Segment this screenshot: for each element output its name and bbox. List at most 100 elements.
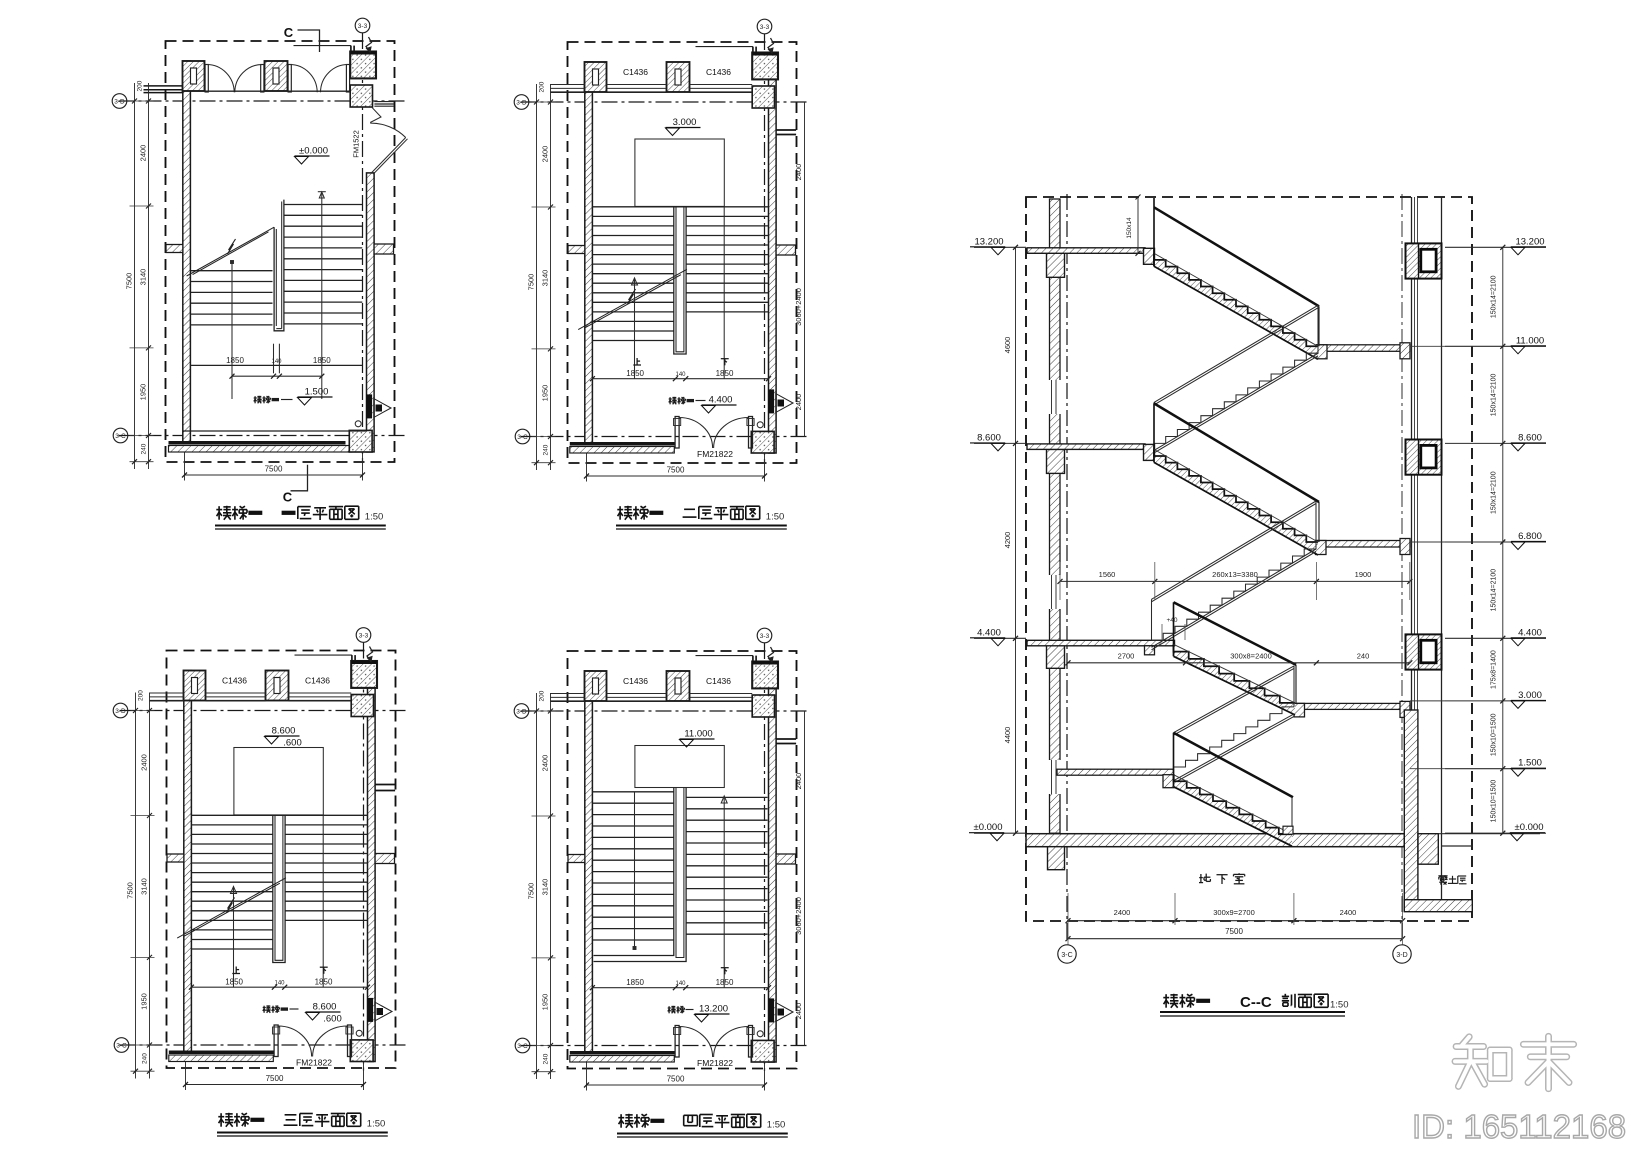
svg-text:8.600: 8.600 — [977, 432, 1001, 443]
svg-text:2400: 2400 — [794, 773, 803, 790]
svg-text:2400: 2400 — [794, 1003, 803, 1020]
svg-text:FM21822: FM21822 — [296, 1058, 332, 1068]
svg-text:7500: 7500 — [1225, 927, 1243, 936]
svg-text:C1436: C1436 — [706, 676, 731, 686]
svg-text:3-D: 3-D — [516, 100, 527, 107]
svg-text:140: 140 — [274, 981, 285, 987]
svg-text:3-D: 3-D — [516, 709, 527, 716]
svg-text:C--C: C--C — [1240, 994, 1272, 1011]
svg-text:8.600: 8.600 — [272, 726, 296, 737]
svg-text:13.200: 13.200 — [974, 236, 1003, 247]
svg-text:300x9=2700: 300x9=2700 — [1213, 908, 1255, 917]
svg-text:3-C: 3-C — [116, 1043, 127, 1050]
svg-text:FM21822: FM21822 — [697, 449, 733, 459]
svg-text:200: 200 — [137, 80, 144, 91]
svg-text:1.500: 1.500 — [1518, 758, 1542, 769]
svg-text:C: C — [283, 490, 293, 505]
svg-text:FM21822: FM21822 — [697, 1058, 733, 1068]
svg-text:8.600: 8.600 — [313, 1002, 337, 1013]
svg-text:3-3: 3-3 — [760, 24, 770, 31]
svg-text:175x8=1400: 175x8=1400 — [1491, 650, 1498, 689]
svg-text:4.400: 4.400 — [1518, 627, 1542, 638]
svg-text:2400: 2400 — [1340, 908, 1357, 917]
svg-text:1:50: 1:50 — [767, 1120, 786, 1131]
svg-text:2400: 2400 — [139, 145, 148, 162]
svg-text:200: 200 — [539, 81, 546, 92]
svg-text:1560: 1560 — [1099, 570, 1116, 579]
svg-text:140: 140 — [271, 359, 282, 365]
svg-text:4600: 4600 — [1003, 337, 1012, 354]
svg-text:7500: 7500 — [667, 1075, 685, 1084]
svg-text:1850: 1850 — [716, 978, 734, 987]
svg-text:150x14=2100: 150x14=2100 — [1491, 471, 1498, 514]
svg-text:C1436: C1436 — [305, 676, 330, 686]
svg-text:3-D: 3-D — [1396, 952, 1407, 959]
svg-text:3-3: 3-3 — [760, 633, 770, 640]
svg-text:3-C: 3-C — [517, 1043, 528, 1050]
svg-text:1:50: 1:50 — [365, 512, 384, 523]
svg-text:C: C — [284, 25, 294, 40]
svg-text:4.400: 4.400 — [977, 627, 1001, 638]
svg-text:C1436: C1436 — [623, 676, 648, 686]
svg-text:C1436: C1436 — [706, 67, 731, 77]
svg-text:3140: 3140 — [541, 879, 550, 896]
svg-text:1950: 1950 — [140, 993, 149, 1010]
svg-text:3060+2400: 3060+2400 — [794, 288, 803, 326]
svg-text:3140: 3140 — [139, 269, 148, 286]
svg-text:1850: 1850 — [313, 356, 331, 365]
svg-text:2400: 2400 — [541, 146, 550, 163]
svg-text:240: 240 — [543, 444, 550, 455]
svg-text:3060+2400: 3060+2400 — [794, 897, 803, 935]
svg-text:240: 240 — [141, 443, 148, 454]
svg-text:4200: 4200 — [1003, 532, 1012, 549]
svg-text:11.000: 11.000 — [684, 729, 712, 740]
svg-text:±0.000: ±0.000 — [299, 146, 328, 157]
svg-text:2400: 2400 — [541, 755, 550, 772]
svg-text:140: 140 — [675, 981, 686, 987]
svg-text:7500: 7500 — [527, 883, 536, 900]
svg-text:150x14: 150x14 — [1126, 217, 1133, 239]
svg-text:3-3: 3-3 — [358, 23, 368, 30]
svg-text:3.000: 3.000 — [1518, 690, 1542, 701]
svg-text:1850: 1850 — [315, 978, 333, 987]
svg-text:150x14=2100: 150x14=2100 — [1491, 373, 1498, 416]
svg-text:7500: 7500 — [667, 466, 685, 475]
svg-text:1900: 1900 — [1355, 570, 1372, 579]
svg-text:4400: 4400 — [1003, 727, 1012, 744]
svg-text:1850: 1850 — [626, 369, 644, 378]
svg-text:260x13=3380: 260x13=3380 — [1212, 570, 1258, 579]
svg-text:13.200: 13.200 — [699, 1004, 728, 1015]
svg-text:C1436: C1436 — [623, 67, 648, 77]
svg-text:1950: 1950 — [541, 385, 550, 402]
svg-text:1850: 1850 — [226, 356, 244, 365]
svg-text:1:50: 1:50 — [766, 512, 785, 523]
svg-text:1850: 1850 — [626, 978, 644, 987]
svg-text:240: 240 — [142, 1053, 149, 1064]
svg-text:2400: 2400 — [794, 394, 803, 411]
svg-text:150x14=2100: 150x14=2100 — [1491, 275, 1498, 318]
svg-text:3-3: 3-3 — [359, 633, 369, 640]
svg-text:3-C: 3-C — [115, 433, 126, 440]
svg-text:1950: 1950 — [139, 384, 148, 401]
svg-text:1.500: 1.500 — [305, 387, 329, 398]
svg-text:2400: 2400 — [140, 754, 149, 771]
svg-text:2700: 2700 — [1118, 652, 1135, 661]
svg-text:3-D: 3-D — [114, 99, 125, 106]
svg-text:7500: 7500 — [265, 465, 283, 474]
svg-text:4.400: 4.400 — [709, 395, 733, 406]
svg-text:11.000: 11.000 — [1516, 335, 1544, 346]
svg-text:+40: +40 — [1166, 617, 1177, 624]
svg-text:±0.000: ±0.000 — [974, 822, 1003, 833]
svg-text:.600: .600 — [283, 738, 302, 749]
svg-text:±0.000: ±0.000 — [1515, 822, 1544, 833]
svg-text:3-C: 3-C — [517, 434, 528, 441]
svg-text:200: 200 — [539, 690, 546, 701]
svg-text:1850: 1850 — [716, 369, 734, 378]
svg-text:240: 240 — [1357, 652, 1370, 661]
svg-text:1850: 1850 — [225, 978, 243, 987]
svg-text:1:50: 1:50 — [367, 1119, 386, 1130]
svg-text:3140: 3140 — [140, 878, 149, 895]
svg-text:150x10=1500: 150x10=1500 — [1491, 713, 1498, 756]
svg-text:1:50: 1:50 — [1330, 1000, 1349, 1011]
svg-text:ID: 165112168: ID: 165112168 — [1412, 1108, 1626, 1145]
